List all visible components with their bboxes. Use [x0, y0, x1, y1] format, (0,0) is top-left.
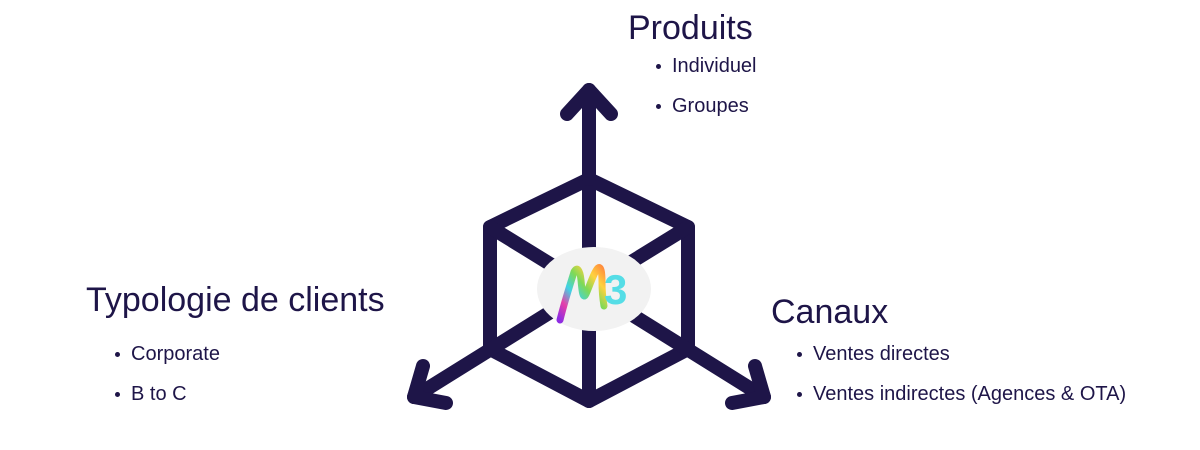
list-item-label: Groupes — [672, 95, 749, 117]
axis-title-typologie: Typologie de clients — [86, 281, 385, 319]
bullet-icon — [115, 392, 120, 397]
list-item-label: Corporate — [131, 343, 220, 365]
list-item-label: Ventes directes — [813, 343, 950, 365]
bullet-icon — [656, 104, 661, 109]
list-item: Individuel — [656, 54, 757, 94]
axis-list-produits: Individuel Groupes — [656, 54, 757, 134]
bullet-icon — [656, 64, 661, 69]
axis-canaux: Canaux Ventes directes Ventes indirectes… — [771, 292, 1126, 422]
axis-title-canaux: Canaux — [771, 293, 889, 331]
axis-produits: Produits Individuel Groupes — [628, 8, 757, 134]
list-item: Groupes — [656, 94, 757, 134]
list-item: Corporate — [115, 342, 385, 382]
logo-digit: 3 — [604, 266, 627, 313]
list-item-label: Individuel — [672, 55, 757, 77]
logo-background — [537, 247, 651, 331]
logo-m-brushstroke — [556, 264, 608, 324]
bullet-icon — [797, 352, 802, 357]
bullet-icon — [115, 352, 120, 357]
arrow-up-icon — [560, 83, 618, 186]
bullet-icon — [797, 392, 802, 397]
list-item: B to C — [115, 382, 385, 422]
axis-list-typologie: Corporate B to C — [115, 342, 385, 422]
axis-list-canaux: Ventes directes Ventes indirectes (Agenc… — [797, 342, 1126, 422]
list-item-label: Ventes indirectes (Agences & OTA) — [813, 383, 1127, 405]
list-item: Ventes directes — [797, 342, 1126, 382]
axis-typologie-clients: Typologie de clients Corporate B to C — [86, 280, 385, 422]
axis-title-produits: Produits — [628, 9, 753, 47]
m3-logo-icon: 3 — [537, 247, 651, 331]
list-item: Ventes indirectes (Agences & OTA) — [797, 382, 1126, 422]
list-item-label: B to C — [131, 383, 187, 405]
